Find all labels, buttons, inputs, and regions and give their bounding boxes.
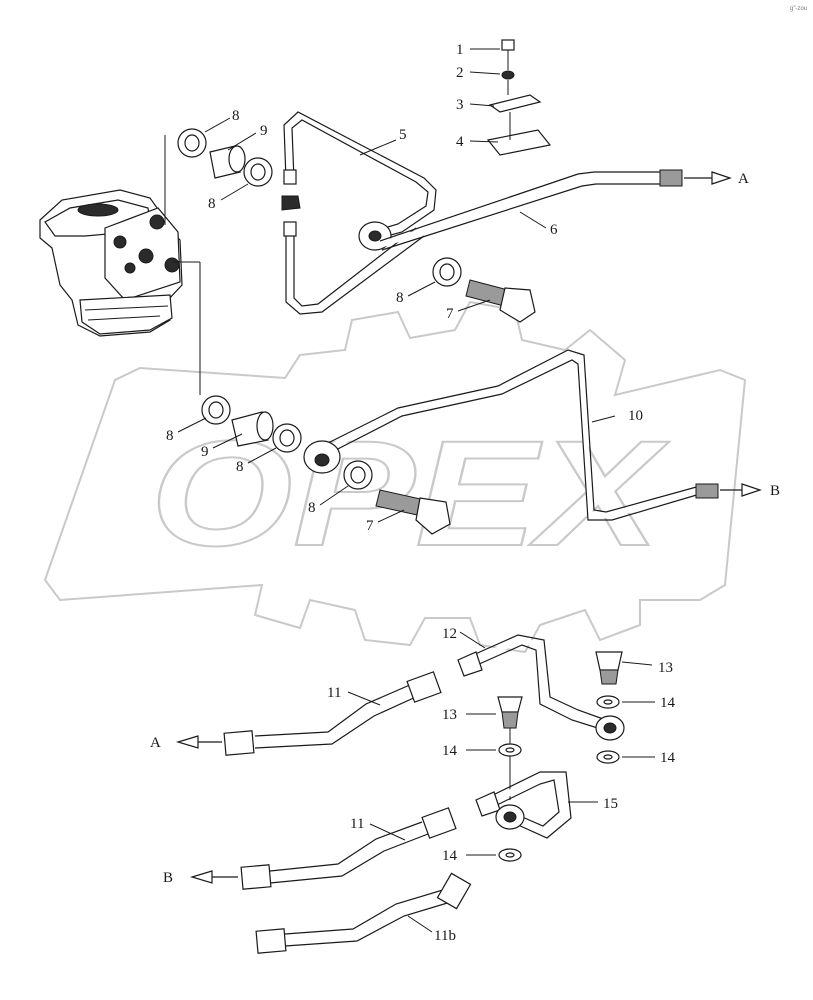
pipe-5 xyxy=(281,111,437,315)
corner-mark: g"-zou xyxy=(790,6,807,12)
steering-unit xyxy=(39,189,183,337)
mounting-hardware xyxy=(486,39,552,156)
washer-8-mid-3 xyxy=(343,460,373,490)
label-part-9: 9 xyxy=(201,444,209,460)
washer-14-center-2 xyxy=(498,848,522,862)
banjo-12 xyxy=(595,715,625,741)
bolt-7-top xyxy=(465,279,536,323)
label-part-7: 7 xyxy=(366,518,374,534)
pipe-12 xyxy=(457,634,607,731)
bolt-13-right xyxy=(595,651,623,685)
pipe-10 xyxy=(321,349,719,521)
label-part-13: 13 xyxy=(658,660,673,676)
washer-14-right-2 xyxy=(596,750,620,764)
spacer-9-mid xyxy=(231,411,274,447)
label-part-8: 8 xyxy=(308,500,316,516)
label-part-4: 4 xyxy=(456,134,464,150)
label-part-14: 14 xyxy=(660,695,676,711)
leader-lines xyxy=(177,48,655,933)
watermark: OPEX xyxy=(43,300,747,654)
flow-arrow-a-bottom: A xyxy=(150,735,222,751)
svg-text:A: A xyxy=(150,735,161,751)
label-part-10: 10 xyxy=(628,408,643,424)
flow-arrow-a-top: A xyxy=(684,171,749,187)
label-part-8: 8 xyxy=(166,428,174,444)
label-part-3: 3 xyxy=(456,97,464,113)
flow-arrow-b-mid: B xyxy=(720,483,780,499)
label-part-2: 2 xyxy=(456,65,464,81)
part-labels: 1 2 3 4 5 6 8 9 8 8 7 8 9 8 8 7 10 11 12… xyxy=(166,42,676,944)
label-part-1: 1 xyxy=(456,42,464,58)
label-part-8: 8 xyxy=(232,108,240,124)
label-part-14: 14 xyxy=(442,743,458,759)
hose-11-top xyxy=(223,671,442,756)
label-part-5: 5 xyxy=(399,127,407,143)
washer-8-mid-2 xyxy=(272,423,302,453)
label-part-7: 7 xyxy=(446,306,454,322)
label-part-6: 6 xyxy=(550,222,558,238)
label-part-8: 8 xyxy=(208,196,216,212)
label-part-11b: 11b xyxy=(434,928,456,944)
label-part-14: 14 xyxy=(660,750,676,766)
watermark-text: OPEX xyxy=(150,409,670,577)
label-part-11: 11 xyxy=(327,685,341,701)
hose-11-bottom xyxy=(240,807,457,890)
washer-8-top-2 xyxy=(243,157,273,187)
washer-8-top-3 xyxy=(432,257,462,287)
washer-8-top-1 xyxy=(177,128,207,158)
spacer-9-top xyxy=(209,145,246,179)
washer-8-mid-1 xyxy=(201,395,231,425)
label-part-8: 8 xyxy=(396,290,404,306)
label-part-8: 8 xyxy=(236,459,244,475)
hose-11b xyxy=(255,872,472,954)
pipe-6 xyxy=(379,169,683,251)
washer-14-right-1 xyxy=(596,695,620,709)
svg-text:B: B xyxy=(770,483,780,499)
label-part-15: 15 xyxy=(603,796,618,812)
watermark-gear xyxy=(43,300,747,654)
label-part-14: 14 xyxy=(442,848,458,864)
svg-text:B: B xyxy=(163,870,173,886)
label-part-12: 12 xyxy=(442,626,457,642)
label-part-9: 9 xyxy=(260,123,268,139)
flow-arrow-b-bottom: B xyxy=(163,870,238,886)
pipe-15 xyxy=(475,771,572,839)
washer-14-center-1 xyxy=(498,743,522,757)
label-part-11: 11 xyxy=(350,816,364,832)
bolt-7-mid xyxy=(375,489,451,535)
banjo-mid xyxy=(303,440,341,474)
label-part-13: 13 xyxy=(442,707,457,723)
bolt-13-center xyxy=(497,696,523,729)
svg-text:A: A xyxy=(738,171,749,187)
